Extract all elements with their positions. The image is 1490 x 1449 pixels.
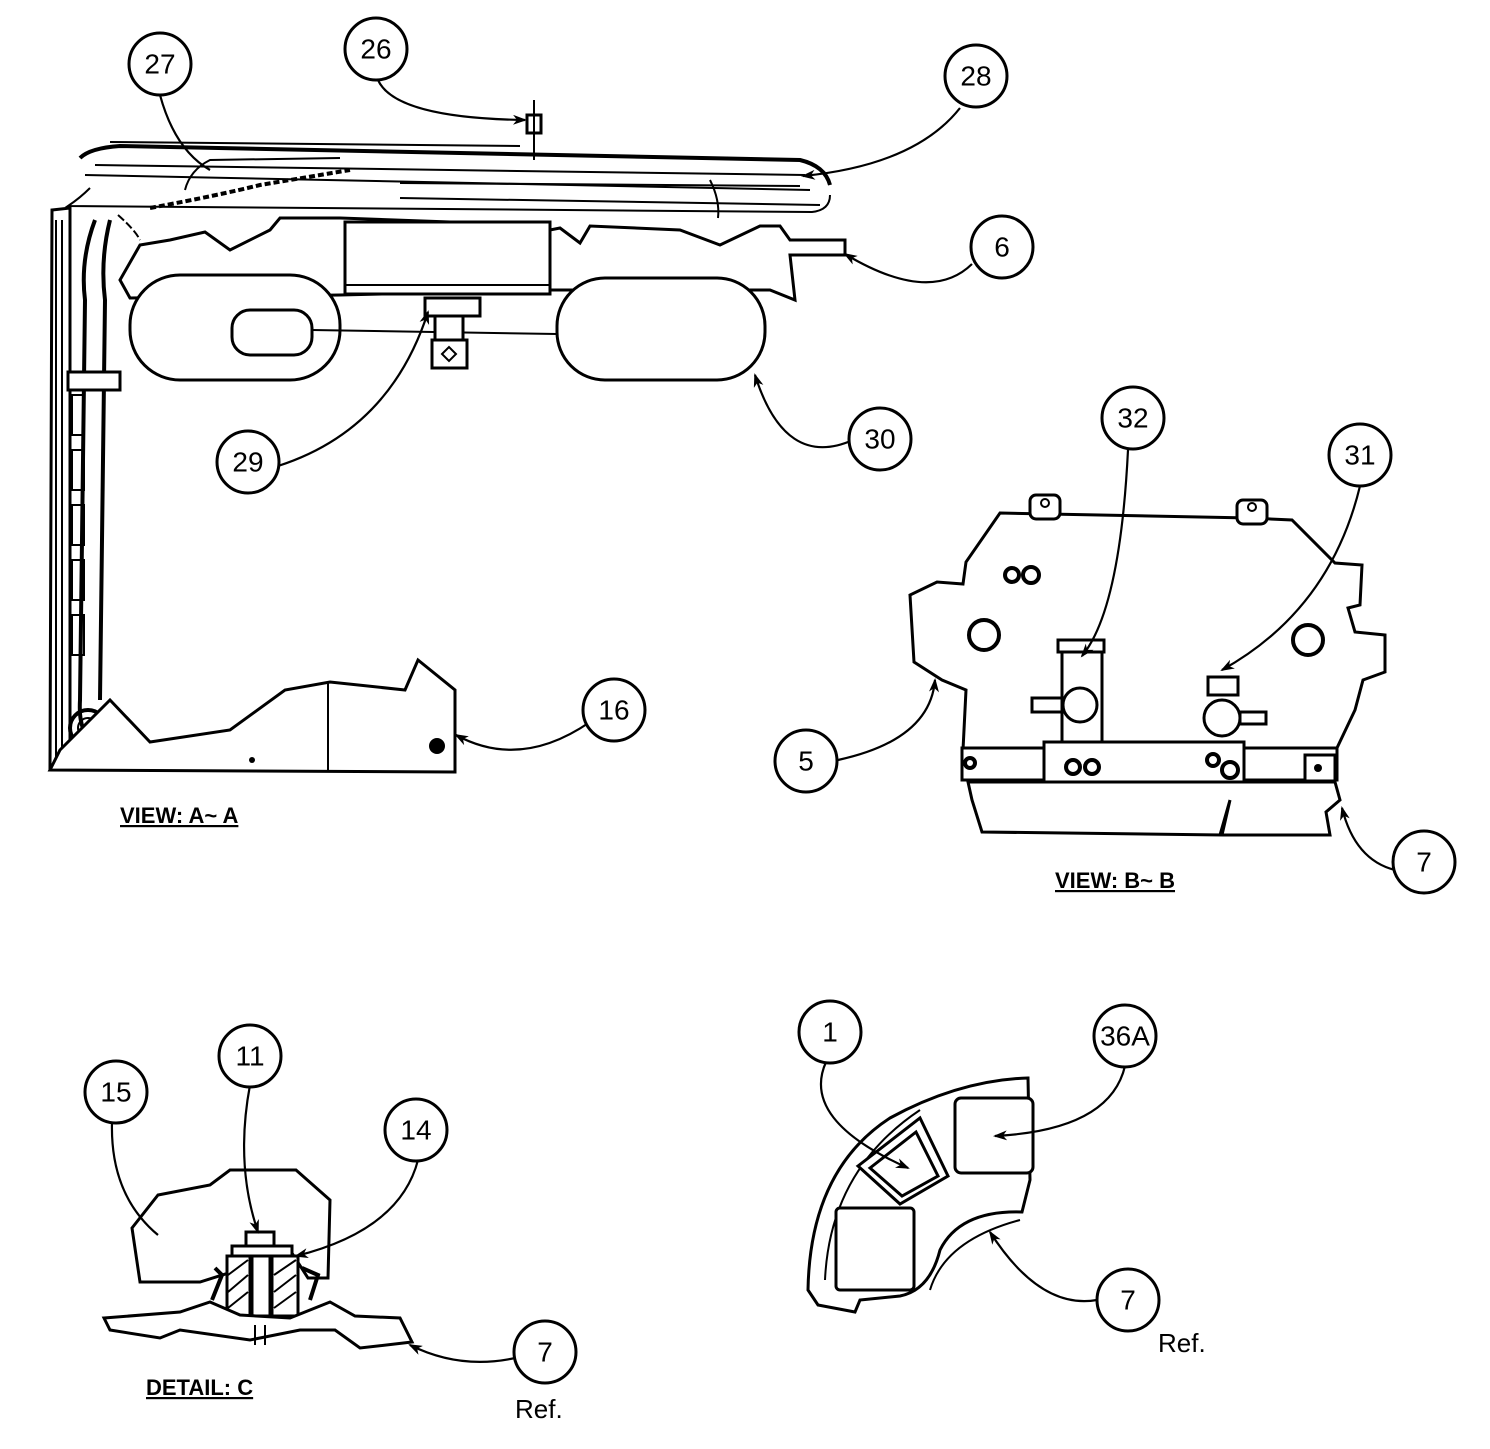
callout-16: 16 xyxy=(581,677,647,743)
view-b-leaders xyxy=(837,449,1396,872)
svg-text:26: 26 xyxy=(360,34,391,65)
view-b-drawing xyxy=(908,493,1387,837)
detail-c-ref-label: Ref. xyxy=(515,1394,563,1424)
callout-11: 11 xyxy=(217,1023,283,1089)
callout-36a: 36A xyxy=(1092,1003,1158,1069)
view-b-label: VIEW: B~ B xyxy=(1055,868,1175,893)
corner-panel-leaders xyxy=(820,1061,1127,1303)
corner-ref-label: Ref. xyxy=(1158,1328,1206,1358)
callout-30: 30 xyxy=(847,406,913,472)
svg-text:31: 31 xyxy=(1344,440,1375,471)
svg-text:14: 14 xyxy=(400,1115,431,1146)
svg-text:16: 16 xyxy=(598,695,629,726)
svg-text:1: 1 xyxy=(822,1017,838,1048)
svg-text:29: 29 xyxy=(232,447,263,478)
svg-text:5: 5 xyxy=(798,746,814,777)
svg-text:7: 7 xyxy=(537,1337,553,1368)
callout-31: 31 xyxy=(1327,422,1393,488)
detail-c-drawing xyxy=(101,1168,415,1350)
view-a-drawing xyxy=(47,100,847,774)
svg-text:28: 28 xyxy=(960,61,991,92)
svg-text:30: 30 xyxy=(864,424,895,455)
callout-6: 6 xyxy=(969,214,1035,280)
svg-text:32: 32 xyxy=(1117,403,1148,434)
callout-15: 15 xyxy=(83,1059,149,1125)
detail-c-leaders xyxy=(110,1084,516,1363)
svg-text:7: 7 xyxy=(1416,847,1432,878)
svg-text:7: 7 xyxy=(1120,1285,1136,1316)
svg-text:15: 15 xyxy=(100,1077,131,1108)
callout-5: 5 xyxy=(773,728,839,794)
svg-text:6: 6 xyxy=(994,232,1010,263)
callout-27: 27 xyxy=(127,31,193,97)
callout-7-view-b: 7 xyxy=(1391,829,1457,895)
callout-28: 28 xyxy=(943,43,1009,109)
svg-text:27: 27 xyxy=(144,49,175,80)
callout-7-corner: 7 xyxy=(1095,1267,1161,1333)
callout-14: 14 xyxy=(383,1097,449,1163)
callout-7-detail-c: 7 xyxy=(512,1319,578,1385)
svg-text:11: 11 xyxy=(235,1041,264,1072)
svg-text:36A: 36A xyxy=(1100,1021,1150,1052)
callout-29: 29 xyxy=(215,429,281,495)
view-a-leaders xyxy=(158,79,973,751)
callout-1: 1 xyxy=(797,999,863,1065)
callout-26: 26 xyxy=(343,16,409,82)
corner-panel-drawing xyxy=(806,1076,1035,1314)
detail-c-label: DETAIL: C xyxy=(146,1375,253,1400)
view-a-label: VIEW: A~ A xyxy=(120,803,238,828)
callout-32: 32 xyxy=(1100,385,1166,451)
